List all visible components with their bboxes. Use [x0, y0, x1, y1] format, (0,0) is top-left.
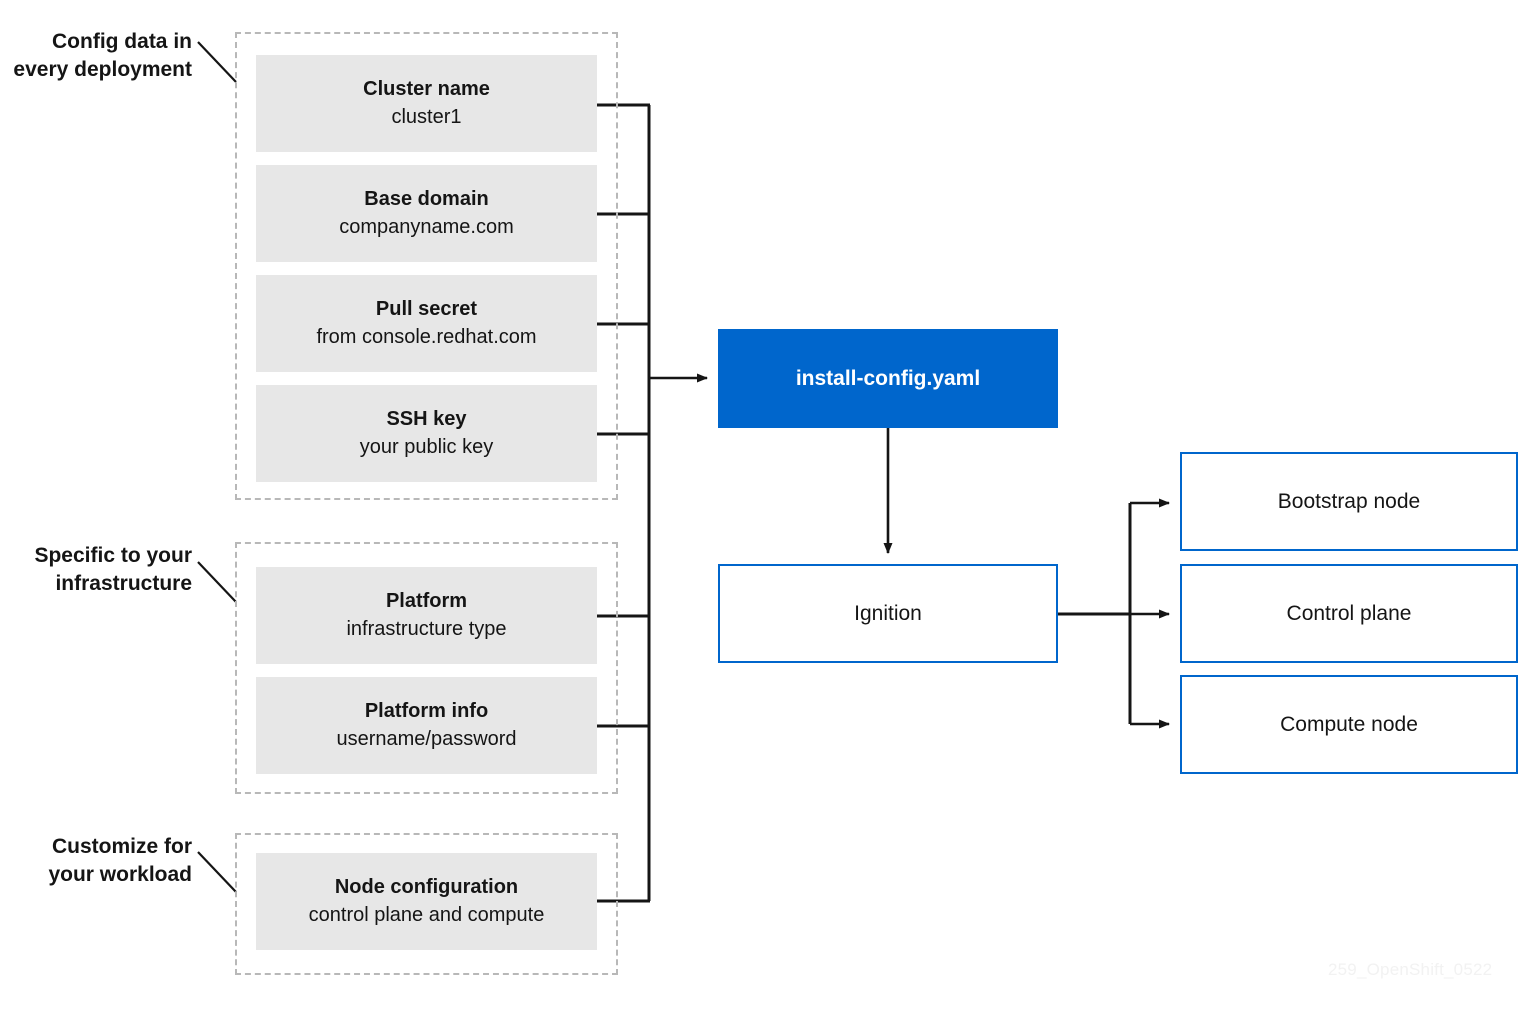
group-box-infra-config [235, 542, 618, 794]
annotation-config-data: Config data in every deployment [13, 30, 192, 81]
group-box-common-config [235, 32, 618, 500]
leader-line-config-data [197, 41, 237, 83]
annotation-workload: Customize for your workload [48, 835, 192, 886]
leader-line-infrastructure [197, 561, 237, 603]
config-card-title: Cluster name [363, 78, 490, 100]
config-card-subtitle: your public key [359, 436, 494, 458]
compute-node-label: Compute node [1280, 712, 1418, 736]
watermark-label: 259_OpenShift_0522 [1328, 960, 1493, 979]
ignition-box[interactable]: Ignition [718, 564, 1058, 663]
bootstrap-node-box[interactable]: Bootstrap node [1180, 452, 1518, 551]
config-card-title: Pull secret [375, 298, 478, 320]
config-card-subtitle: cluster1 [391, 106, 462, 128]
config-card-subtitle: infrastructure type [346, 618, 507, 640]
config-card-platform[interactable]: Platform infrastructure type [256, 567, 597, 664]
config-card-node-configuration[interactable]: Node configuration control plane and com… [256, 853, 597, 950]
annotation-infrastructure: Specific to your infrastructure [34, 544, 192, 595]
config-card-subtitle: from console.redhat.com [316, 326, 537, 348]
install-config-yaml-box[interactable]: install-config.yaml [718, 329, 1058, 428]
leader-line-workload [197, 851, 237, 893]
compute-node-box[interactable]: Compute node [1180, 675, 1518, 774]
control-plane-label: Control plane [1286, 601, 1412, 625]
group-box-workload-config [235, 833, 618, 975]
bootstrap-node-label: Bootstrap node [1277, 489, 1421, 513]
control-plane-box[interactable]: Control plane [1180, 564, 1518, 663]
config-card-base-domain[interactable]: Base domain companyname.com [256, 165, 597, 262]
config-card-title: Platform info [364, 700, 489, 722]
ignition-label: Ignition [854, 601, 922, 625]
config-card-title: SSH key [386, 408, 467, 430]
config-card-platform-info[interactable]: Platform info username/password [256, 677, 597, 774]
config-card-subtitle: username/password [336, 728, 517, 750]
config-card-title: Node configuration [334, 876, 519, 898]
install-config-yaml-label: install-config.yaml [795, 366, 981, 390]
config-card-pull-secret[interactable]: Pull secret from console.redhat.com [256, 275, 597, 372]
config-card-subtitle: control plane and compute [308, 904, 545, 926]
config-card-title: Platform [385, 590, 468, 612]
config-card-cluster-name[interactable]: Cluster name cluster1 [256, 55, 597, 152]
config-card-ssh-key[interactable]: SSH key your public key [256, 385, 597, 482]
config-card-subtitle: companyname.com [339, 216, 514, 238]
config-card-title: Base domain [364, 188, 489, 210]
